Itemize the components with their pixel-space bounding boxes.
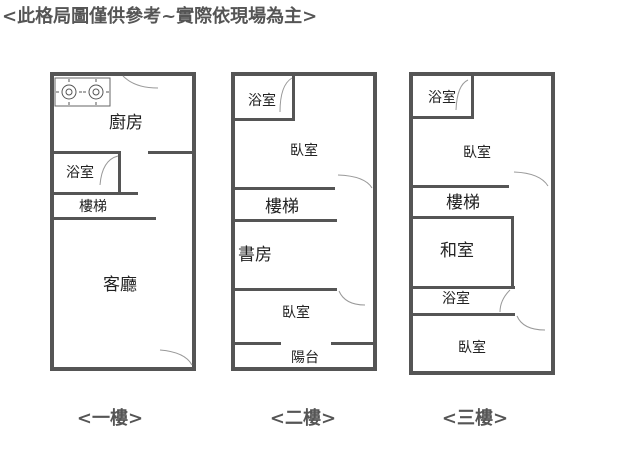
room-stairs: 樓梯 xyxy=(79,199,107,215)
room-kitchen: 廚房 xyxy=(109,112,143,133)
room-bedroom-1: 臥室 xyxy=(463,144,491,161)
room-stairs: 樓梯 xyxy=(446,193,480,213)
room-living-room: 客廳 xyxy=(103,275,137,295)
room-study: 書房 xyxy=(238,245,272,265)
floor-1-plan: 廚房 浴室 樓梯 客廳 xyxy=(50,72,196,371)
room-bathroom: 浴室 xyxy=(248,92,276,109)
room-bathroom-1: 浴室 xyxy=(428,89,456,106)
floor-3-plan: 浴室 臥室 樓梯 和室 浴室 臥室 xyxy=(409,72,555,375)
room-bathroom: 浴室 xyxy=(66,164,94,181)
floor-3-label: <三樓> xyxy=(442,407,508,429)
disclaimer-title: <此格局圖僅供參考~實際依現場為主> xyxy=(2,6,318,27)
room-bathroom-2: 浴室 xyxy=(442,290,470,307)
floor-2-label: <二樓> xyxy=(270,407,336,429)
room-balcony: 陽台 xyxy=(291,350,319,366)
room-japanese-room: 和室 xyxy=(440,241,474,261)
room-stairs: 樓梯 xyxy=(265,197,299,217)
floor-1-label: <一樓> xyxy=(77,407,143,429)
room-bedroom-2: 臥室 xyxy=(282,304,310,321)
floor-2-plan: 浴室 臥室 樓梯 書房 臥室 陽台 xyxy=(231,72,377,371)
room-bedroom-2: 臥室 xyxy=(458,339,486,356)
room-bedroom-1: 臥室 xyxy=(290,142,318,159)
stove-icon xyxy=(54,77,111,107)
